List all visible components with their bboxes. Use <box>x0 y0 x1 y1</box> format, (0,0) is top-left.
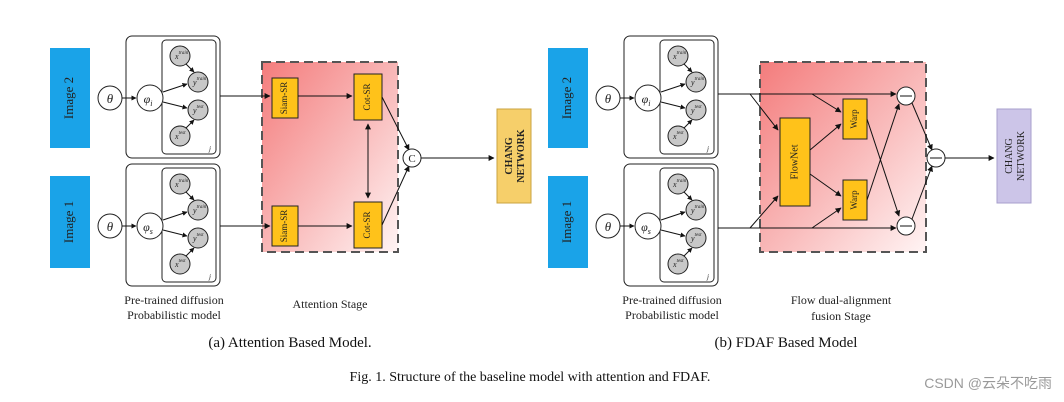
svg-text:xtest: xtest <box>672 259 684 269</box>
svg-text:ytest: ytest <box>192 233 204 243</box>
panel-a-phi-bottom-node <box>136 212 164 240</box>
svg-text:j: j <box>706 273 709 281</box>
panel-a-siam-sr-bottom <box>271 205 299 247</box>
svg-text:Siam-SR: Siam-SR <box>279 210 289 243</box>
svg-text:xtrain: xtrain <box>672 179 687 189</box>
panel-a-x-train-node-bottom <box>169 173 191 195</box>
panel-a-x-train-node-top <box>169 45 191 67</box>
panel-b-model-top: φi xtrain ytrain ytest xtest j <box>620 35 719 159</box>
svg-text:Warp: Warp <box>849 109 859 129</box>
svg-text:φi: φi <box>144 92 153 108</box>
svg-text:ytest: ytest <box>690 105 702 115</box>
svg-text:ytest: ytest <box>690 233 702 243</box>
panel-a-model-label-2: Probabilistic model <box>127 308 221 322</box>
svg-text:xtest: xtest <box>672 131 684 141</box>
panel-a-chang-network <box>496 108 532 204</box>
svg-text:xtrain: xtrain <box>174 179 189 189</box>
panel-b-stage-label-1: Flow dual-alignment <box>791 293 892 307</box>
panel-a: Image 2 Image 1 θ θ φi xtrain ytrain yte… <box>50 35 532 351</box>
svg-text:Warp: Warp <box>849 190 859 210</box>
svg-text:j: j <box>208 145 211 153</box>
panel-b-warp-top <box>842 98 868 140</box>
panel-b-chang-network <box>996 108 1032 204</box>
panel-a-theta-bottom-label: θ <box>107 219 114 234</box>
panel-a-caption: (a) Attention Based Model. <box>208 335 371 351</box>
panel-a-image-top: Image 2 <box>50 48 90 148</box>
panel-a-cot-sr-bottom <box>353 201 383 249</box>
panel-a-image-top-box <box>50 48 90 148</box>
panel-a-siam-sr-top <box>271 77 299 119</box>
svg-text:Cot-SR: Cot-SR <box>362 211 372 238</box>
svg-text:ytrain: ytrain <box>192 77 207 87</box>
panel-b-flownet <box>779 117 811 207</box>
svg-text:xtrain: xtrain <box>174 51 189 61</box>
svg-text:FlowNet: FlowNet <box>789 144 800 179</box>
panel-b-model-label-1: Pre-trained diffusion <box>622 293 721 307</box>
panel-a-stage-label: Attention Stage <box>293 297 368 311</box>
svg-text:θ: θ <box>605 91 612 106</box>
panel-b-image-top: Image 2 <box>548 48 588 148</box>
panel-a-image-bottom-box <box>50 176 90 268</box>
svg-text:xtrain: xtrain <box>672 51 687 61</box>
svg-text:θ: θ <box>605 219 612 234</box>
svg-text:ytrain: ytrain <box>690 77 705 87</box>
panel-b-stage-label-2: fusion Stage <box>811 309 871 323</box>
panel-a-y-test-node-top <box>187 99 209 121</box>
panel-a-y-train-node-bottom <box>187 199 209 221</box>
panel-b-warp-bottom <box>842 179 868 221</box>
panel-a-y-test-node-bottom <box>187 227 209 249</box>
svg-text:Cot-SR: Cot-SR <box>362 83 372 110</box>
svg-text:φi: φi <box>642 92 651 108</box>
panel-b-image-top-label: Image 2 <box>559 77 574 119</box>
svg-text:xtest: xtest <box>174 259 186 269</box>
panel-b-image-top-box <box>548 48 588 148</box>
panel-b-image-bottom: Image 1 <box>548 176 588 268</box>
svg-text:φs: φs <box>641 220 651 236</box>
panel-b-phi-top-node <box>634 84 662 112</box>
svg-text:Siam-SR: Siam-SR <box>279 82 289 115</box>
svg-text:C: C <box>408 153 415 165</box>
figure-caption: Fig. 1. Structure of the baseline model … <box>350 370 711 385</box>
panel-b-phi-bottom-node <box>634 212 662 240</box>
svg-text:CHANGNETWORK: CHANGNETWORK <box>504 129 527 183</box>
panel-b-model-bottom: φs xtrain ytrain ytest xtest j <box>620 163 719 287</box>
panel-a-image-bottom-label: Image 1 <box>61 201 76 243</box>
panel-a-phi-top-node <box>136 84 164 112</box>
svg-text:ytrain: ytrain <box>690 205 705 215</box>
panel-b-image-bottom-box <box>548 176 588 268</box>
panel-a-model-top: φi xtrain ytrain ytest xtest j <box>122 35 221 159</box>
panel-a-x-test-node-top <box>169 125 191 147</box>
watermark: CSDN @云朵不吃雨 <box>924 375 1052 391</box>
panel-a-model-bottom: φs xtrain ytrain ytest xtest j <box>122 163 221 287</box>
svg-text:ytrain: ytrain <box>192 205 207 215</box>
panel-a-model-label-1: Pre-trained diffusion <box>124 293 223 307</box>
svg-text:CHANGNETWORK: CHANGNETWORK <box>1004 130 1027 181</box>
panel-b-image-bottom-label: Image 1 <box>559 201 574 243</box>
panel-a-x-test-node-bottom <box>169 253 191 275</box>
panel-b-model-label-2: Probabilistic model <box>625 308 719 322</box>
panel-a-theta-top-label: θ <box>107 91 114 106</box>
panel-a-model-bottom-outer <box>125 163 221 287</box>
panel-a-model-top-outer <box>125 35 221 159</box>
svg-text:ytest: ytest <box>192 105 204 115</box>
svg-text:j: j <box>706 145 709 153</box>
panel-b-caption: (b) FDAF Based Model <box>715 335 858 351</box>
svg-text:xtest: xtest <box>174 131 186 141</box>
panel-a-image-bottom: Image 1 <box>50 176 90 268</box>
panel-a-y-train-node-top <box>187 71 209 93</box>
panel-a-image-top-label: Image 2 <box>61 77 76 119</box>
svg-text:φs: φs <box>143 220 153 236</box>
svg-text:j: j <box>208 273 211 281</box>
panel-b: Image 2 Image 1 θ θ φi xtrain ytrain yte… <box>548 35 1032 351</box>
